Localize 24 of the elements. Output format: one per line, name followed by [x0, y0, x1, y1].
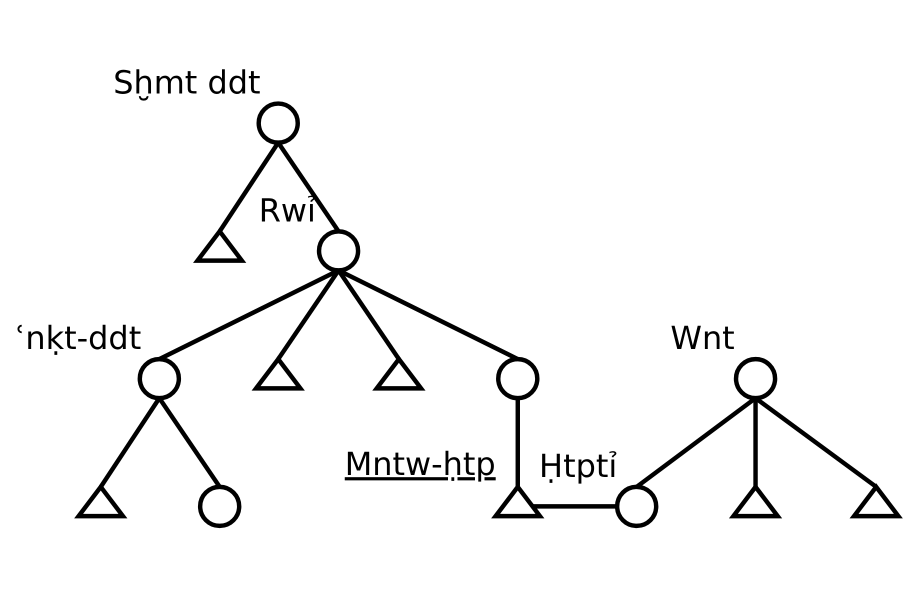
node-circle	[614, 484, 658, 528]
connector	[753, 398, 758, 487]
connector	[158, 268, 340, 362]
node-circle	[198, 484, 242, 528]
node-circle	[316, 229, 360, 273]
node-circle	[256, 101, 300, 145]
node-triangle	[74, 483, 128, 518]
connector	[532, 504, 617, 509]
node-label: ʿnḳt-ddt	[16, 319, 142, 358]
node-circle	[496, 356, 540, 400]
node-label: Wnt	[670, 319, 735, 358]
node-label: Rwỉ	[258, 191, 316, 230]
node-label: Sḫmt ddt	[113, 64, 260, 102]
node-triangle	[850, 483, 903, 518]
node-triangle	[372, 355, 426, 391]
node-triangle	[193, 228, 246, 263]
node-label: Mntw-ḥtp	[344, 445, 496, 484]
node-triangle	[728, 483, 782, 518]
connector	[338, 268, 519, 362]
node-label: Ḥtptỉ	[539, 446, 618, 485]
connector	[516, 398, 520, 487]
node-circle	[734, 356, 778, 400]
node-triangle	[252, 355, 305, 391]
node-circle	[138, 356, 182, 400]
